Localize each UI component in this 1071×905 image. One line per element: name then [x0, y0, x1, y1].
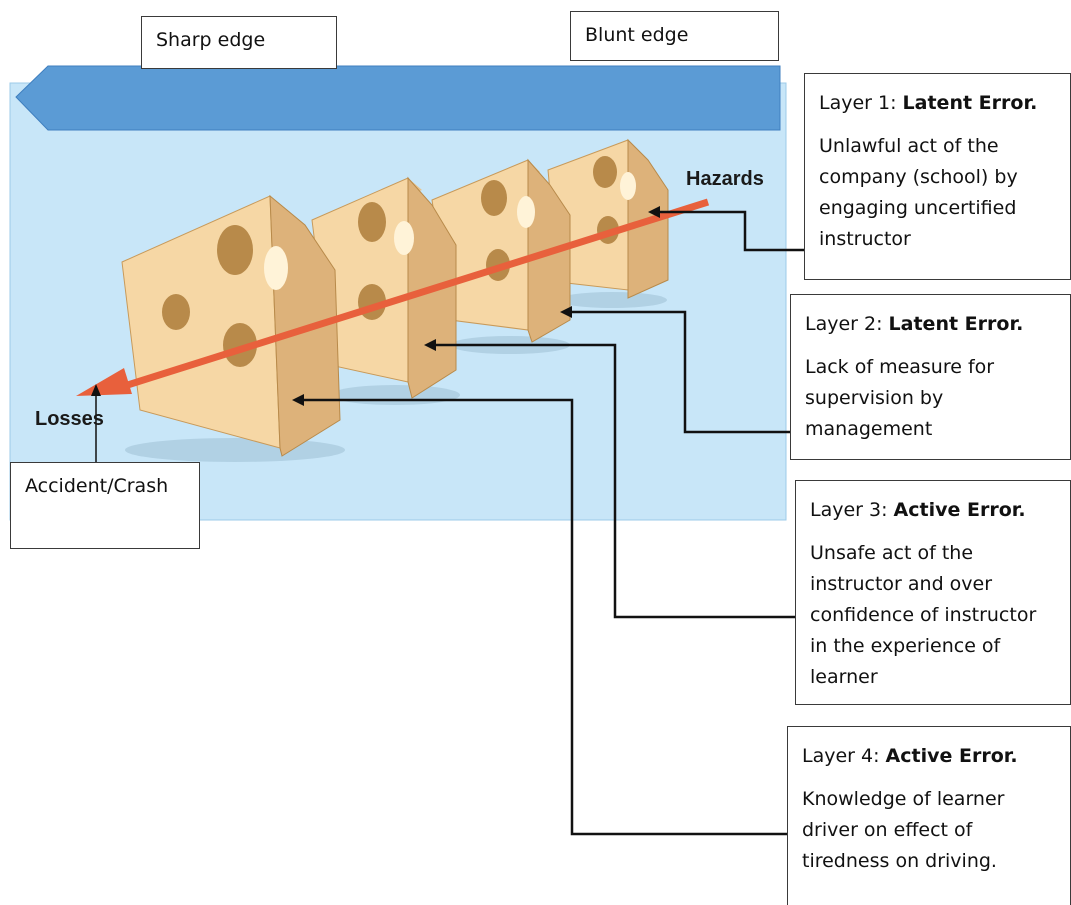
blunt-edge-label: Blunt edge [585, 24, 689, 46]
connector-layer-3 [435, 343, 795, 619]
layer-2-description: Lack of measure for supervision by manag… [805, 356, 995, 440]
layer-3-title: Layer 3: Active Error. [810, 499, 1026, 521]
accident-crash-box: Accident/Crash [10, 462, 200, 549]
layer-2-error-type: Latent Error. [888, 313, 1024, 335]
hazard-trajectory-line [116, 198, 710, 392]
sharp-edge-label: Sharp edge [156, 29, 266, 51]
losses-label: Losses [35, 408, 104, 430]
edge-direction-arrow [15, 65, 781, 131]
layer-4-title: Layer 4: Active Error. [802, 745, 1018, 767]
hazard-arrowhead [76, 368, 132, 396]
connector-lines [302, 210, 804, 836]
connector-layer-1 [658, 210, 804, 252]
sharp-edge-box: Sharp edge [141, 16, 337, 69]
layer-2-title: Layer 2: Latent Error. [805, 313, 1024, 335]
layer-1-error-type: Latent Error. [902, 92, 1038, 114]
layer-3-box: Layer 3: Active Error. Unsafe act of the… [795, 480, 1071, 705]
layer-3-description: Unsafe act of the instructor and over co… [810, 542, 1037, 688]
layer-4-box: Layer 4: Active Error. Knowledge of lear… [787, 726, 1071, 905]
layer-1-title: Layer 1: Latent Error. [819, 92, 1038, 114]
layer-1-box: Layer 1: Latent Error. Unlawful act of t… [804, 73, 1071, 280]
hazards-label: Hazards [686, 168, 764, 190]
layer-4-description: Knowledge of learner driver on effect of… [802, 788, 1005, 872]
layer-4-error-type: Active Error. [885, 745, 1018, 767]
connector-layer-2 [570, 310, 790, 434]
blunt-edge-box: Blunt edge [570, 11, 779, 61]
accident-crash-label: Accident/Crash [25, 475, 169, 497]
layer-1-description: Unlawful act of the company (school) by … [819, 135, 1018, 250]
layer-2-box: Layer 2: Latent Error. Lack of measure f… [790, 294, 1071, 460]
connector-layer-4 [302, 398, 787, 836]
cheese-slice-1 [121, 194, 345, 462]
layer-3-error-type: Active Error. [893, 499, 1026, 521]
